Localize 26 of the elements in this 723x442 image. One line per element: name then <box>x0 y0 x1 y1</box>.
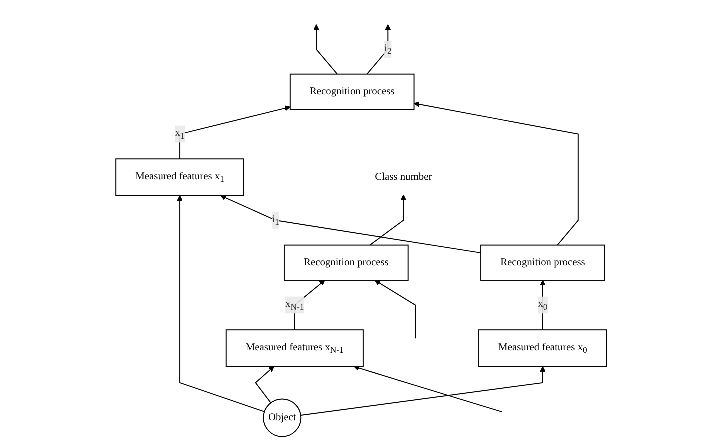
node-text: Class number <box>375 172 432 183</box>
arrow <box>374 280 416 340</box>
node-box: Measured features x$_{1}$ <box>116 158 244 196</box>
edge-label: x$_{1}$ <box>175 128 185 141</box>
arrow <box>300 366 546 416</box>
edge-label: i$_{1}$ <box>272 214 280 228</box>
arrow <box>255 366 274 404</box>
arrow <box>220 195 482 254</box>
arrow <box>177 195 266 412</box>
edge-label: x$_{N-1}$ <box>286 298 304 312</box>
arrow <box>180 106 291 160</box>
arrow <box>366 24 392 75</box>
arrow <box>294 280 326 331</box>
arrow <box>354 365 503 413</box>
node-box: Measured features x$_{N-1}$ <box>226 330 364 368</box>
edge-label: x$_{0}$ <box>538 298 548 312</box>
edge-label: i$_{2}$ <box>384 42 392 56</box>
arrow <box>540 280 546 331</box>
node-box: Recognition process <box>290 74 415 110</box>
node-box: Recognition process <box>284 244 409 281</box>
arrow <box>370 194 407 246</box>
node-circle: Object <box>263 398 302 438</box>
node-box: Measured features x$_{0}$ <box>478 330 608 368</box>
arrow <box>414 102 579 246</box>
arrow <box>314 24 338 75</box>
node-box: Recognition process <box>480 244 606 281</box>
